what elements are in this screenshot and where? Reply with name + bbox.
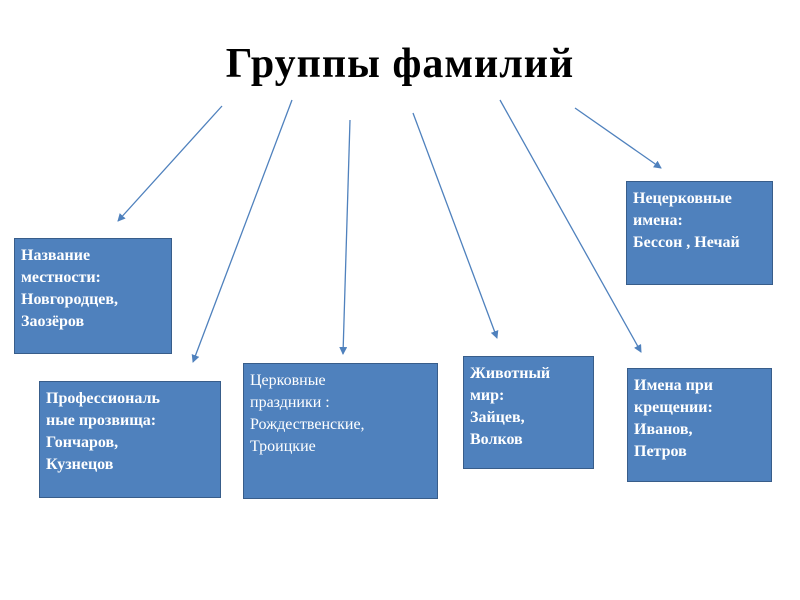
page-title: Группы фамилий	[225, 41, 575, 87]
node-profession-line-2: ные прозвища:	[46, 412, 157, 429]
node-baptism-line-3: Иванов,	[634, 421, 693, 438]
node-animal-line-1: Животный	[470, 365, 551, 382]
node-profession-line-3: Гончаров,	[46, 434, 119, 451]
node-noncanon-line-1: Нецерковные	[633, 190, 732, 207]
node-location-line-2: местности:	[21, 269, 101, 286]
node-animal-line-3: Зайцев,	[470, 409, 525, 426]
node-location: Название местности: Новгородцев, Заозёро…	[14, 238, 172, 354]
node-church-line-1: Церковные	[250, 372, 326, 389]
node-noncanon: Нецерковные имена: Бессон , Нечай	[626, 181, 773, 285]
arrow-to-profession	[191, 99, 293, 363]
arrow-to-animal	[412, 112, 499, 339]
node-church-line-3: Рождественские,	[250, 416, 365, 433]
arrow-to-baptism	[499, 99, 642, 353]
node-baptism-line-4: Петров	[634, 443, 687, 460]
node-church-line-4: Троицкие	[250, 438, 316, 455]
node-location-line-3: Новгородцев,	[21, 291, 119, 308]
node-baptism: Имена при крещении: Иванов, Петров	[627, 368, 772, 482]
arrow-to-location	[117, 105, 223, 222]
node-noncanon-line-3: Бессон , Нечай	[633, 234, 740, 251]
node-location-line-1: Название	[21, 247, 91, 264]
node-animal: Животный мир: Зайцев, Волков	[463, 356, 594, 469]
arrow-to-church	[339, 119, 351, 355]
node-profession-line-1: Профессиональ	[46, 390, 160, 407]
node-church-line-2: праздники :	[250, 394, 330, 411]
node-church: Церковные праздники : Рождественские, Тр…	[243, 363, 438, 499]
arrow-to-noncanon	[574, 107, 662, 169]
node-baptism-line-2: крещении:	[634, 399, 713, 416]
node-animal-line-4: Волков	[470, 431, 523, 448]
node-animal-line-2: мир:	[470, 387, 505, 404]
node-noncanon-line-2: имена:	[633, 212, 683, 229]
node-baptism-line-1: Имена при	[634, 377, 713, 394]
node-profession: Профессиональ ные прозвища: Гончаров, Ку…	[39, 381, 221, 498]
node-profession-line-4: Кузнецов	[46, 456, 114, 473]
node-location-line-4: Заозёров	[21, 313, 85, 330]
